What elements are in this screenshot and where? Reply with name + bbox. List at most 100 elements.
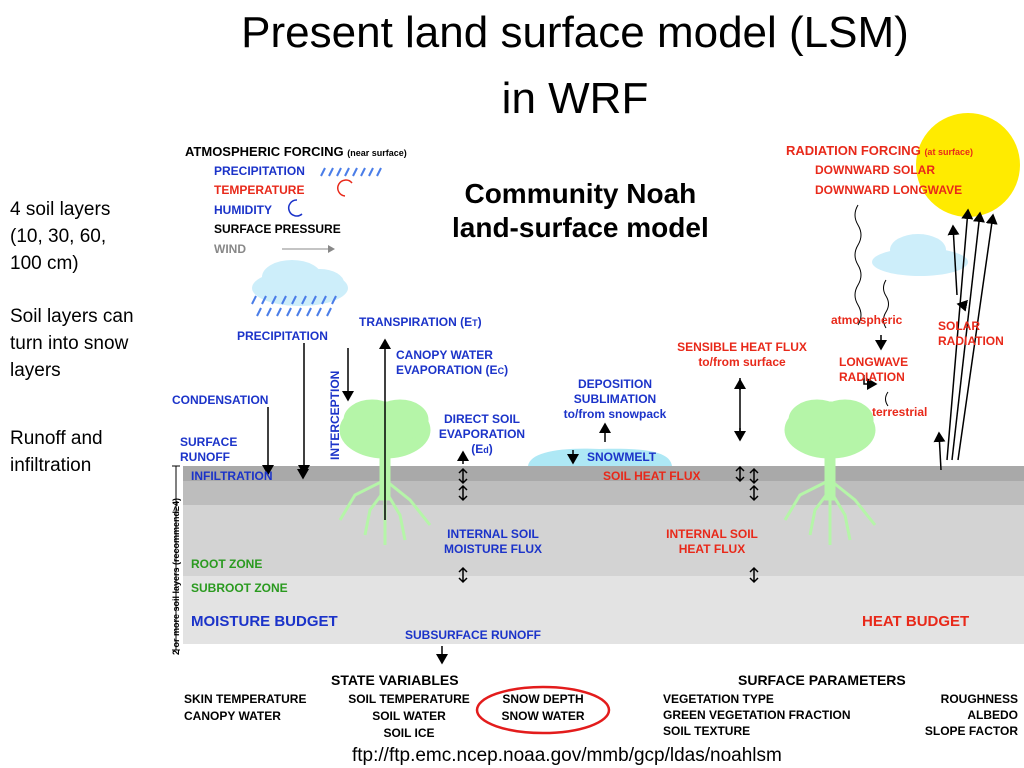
- list-item: ALBEDO: [967, 708, 1018, 722]
- state-variables-col1: SKIN TEMPERATURE CANOPY WATER: [184, 691, 306, 725]
- source-url: ftp://ftp.emc.ncep.noaa.gov/mmb/gcp/ldas…: [352, 745, 782, 766]
- slide-title-line2: in WRF: [501, 74, 649, 123]
- list-item: SLOPE FACTOR: [924, 724, 1018, 738]
- deposition-sublimation-label: DEPOSITION SUBLIMATION to/from snowpack: [556, 377, 674, 422]
- heat-budget-label: HEAT BUDGET: [862, 613, 970, 630]
- label-line: SUBLIMATION: [573, 392, 657, 406]
- surface-parameters-heading: SURFACE PARAMETERS: [738, 672, 906, 688]
- soil-flux-arrows: [297, 465, 759, 584]
- note-line: 100 cm): [10, 253, 79, 274]
- sun-icon: [916, 113, 1020, 217]
- label-sub: d: [483, 445, 489, 455]
- note-line: layers: [10, 360, 61, 381]
- surface-runoff-label: SURFACE RUNOFF: [180, 435, 237, 465]
- internal-soil-moisture-flux-label: INTERNAL SOIL MOISTURE FLUX: [433, 527, 553, 557]
- label-line: SENSIBLE HEAT FLUX: [677, 340, 807, 354]
- note-line: 4 soil layers: [10, 199, 111, 220]
- state-variables-heading: STATE VARIABLES: [331, 672, 459, 688]
- subroot-zone-label: SUBROOT ZONE: [191, 581, 288, 595]
- cloud-left-icon: [252, 260, 348, 306]
- label-line: RADIATION: [839, 370, 905, 384]
- forcing-surface-pressure: SURFACE PRESSURE: [214, 222, 341, 236]
- root-zone-label: ROOT ZONE: [191, 557, 263, 571]
- interception-label: INTERCEPTION: [328, 370, 342, 460]
- list-item: CANOPY WATER: [184, 709, 281, 723]
- heading-note: (at surface): [924, 147, 973, 157]
- radiation-forcing-heading: RADIATION FORCING (at surface): [786, 143, 973, 160]
- label-line: LONGWAVE: [839, 355, 909, 369]
- model-name: Community Noah land-surface model: [452, 177, 709, 245]
- internal-soil-heat-flux-label: INTERNAL SOIL HEAT FLUX: [656, 527, 768, 557]
- list-item: SOIL WATER: [372, 709, 446, 723]
- precip-legend-icon: [320, 167, 382, 177]
- condensation-label: CONDENSATION: [172, 393, 269, 407]
- label-line: EVAPORATION (E: [396, 363, 498, 377]
- label-line: CANOPY WATER: [396, 348, 493, 362]
- label-line: INTERNAL SOIL: [666, 527, 758, 541]
- list-item: ROUGHNESS: [940, 692, 1018, 706]
- longwave-radiation-label: LONGWAVE RADIATION: [839, 355, 908, 385]
- atmospheric-label: atmospheric: [831, 313, 903, 327]
- sensible-heat-flux-label: SENSIBLE HEAT FLUX to/from surface: [666, 340, 818, 370]
- subsurface-runoff-label: SUBSURFACE RUNOFF: [405, 628, 542, 642]
- surface-parameters-col2: ROUGHNESS ALBEDO SLOPE FACTOR: [900, 691, 1018, 739]
- label-line: SOLAR: [938, 319, 980, 333]
- forcing-humidity: HUMIDITY: [214, 203, 272, 217]
- label-text: TRANSPIRATION (E: [359, 315, 473, 329]
- list-item: VEGETATION TYPE: [663, 692, 774, 706]
- label-sub: T: [472, 318, 478, 328]
- soil-layer-1: [183, 481, 1024, 505]
- note-line: infiltration: [10, 455, 92, 476]
- list-item: SOIL ICE: [383, 726, 435, 740]
- surface-parameters-col1: VEGETATION TYPE GREEN VEGETATION FRACTIO…: [663, 691, 851, 739]
- note-line: Soil layers can: [10, 306, 134, 327]
- soil-layer-2: [183, 505, 1024, 576]
- heading-note: (near surface): [347, 148, 407, 158]
- infiltration-label: INFILTRATION: [191, 469, 273, 483]
- snow-highlight-ring: [475, 685, 611, 735]
- forcing-temperature: TEMPERATURE: [214, 183, 305, 197]
- note-snow-layers: Soil layers can turn into snow layers: [10, 303, 170, 384]
- terrestrial-label: terrestrial: [872, 405, 928, 419]
- label-line: DIRECT SOIL: [443, 412, 520, 426]
- snowmelt-label: SNOWMELT: [587, 450, 657, 464]
- canopy-evaporation-label: CANOPY WATER EVAPORATION (EC): [396, 348, 509, 377]
- label-line: (E: [471, 442, 484, 456]
- cloud-right-icon: [872, 234, 968, 276]
- soil-heat-flux-label: SOIL HEAT FLUX: [603, 469, 701, 483]
- tree-right-icon: [783, 399, 877, 545]
- rain-icon: [251, 295, 337, 317]
- note-runoff: Runoff and infiltration: [10, 425, 170, 479]
- state-variables-col2: SOIL TEMPERATURE SOIL WATER SOIL ICE: [339, 691, 479, 742]
- list-item: SNOW DEPTH: [502, 692, 584, 706]
- heading-text: RADIATION FORCING: [786, 143, 921, 158]
- model-name-line: Community Noah: [464, 178, 697, 209]
- label-line: DEPOSITION: [577, 377, 652, 391]
- longwave-wavy-lines: [854, 204, 889, 407]
- list-item: SNOW WATER: [501, 709, 585, 723]
- snowpack-icon: [528, 448, 672, 466]
- temperature-legend-icon: [337, 179, 353, 197]
- list-item: SKIN TEMPERATURE: [184, 692, 307, 706]
- label-line: to/from surface: [698, 355, 786, 369]
- label-line: RUNOFF: [180, 450, 230, 464]
- soil-layer-3: [183, 576, 1024, 644]
- note-soil-layers: 4 soil layers (10, 30, 60, 100 cm): [10, 196, 170, 277]
- surface-layer: [183, 466, 1024, 481]
- list-item: GREEN VEGETATION FRACTION: [663, 708, 851, 722]
- heading-text: ATMOSPHERIC FORCING: [185, 144, 344, 159]
- forcing-precipitation: PRECIPITATION: [214, 164, 305, 178]
- label-line: MOISTURE FLUX: [444, 542, 542, 556]
- list-item: SOIL TEMPERATURE: [348, 692, 470, 706]
- note-line: Runoff and: [10, 428, 103, 449]
- label-line: INTERNAL SOIL: [447, 527, 539, 541]
- solar-radiation-label: SOLAR RADIATION: [938, 319, 1004, 349]
- state-variables-col3: SNOW DEPTH SNOW WATER: [488, 691, 598, 725]
- slide-title-line1: Present land surface model (LSM): [241, 8, 909, 57]
- label-line: EVAPORATION: [438, 427, 526, 441]
- model-name-line: land-surface model: [452, 212, 709, 243]
- note-line: turn into snow: [10, 333, 129, 354]
- note-line: (10, 30, 60,: [10, 226, 107, 247]
- atmospheric-forcing-heading: ATMOSPHERIC FORCING (near surface): [185, 144, 407, 161]
